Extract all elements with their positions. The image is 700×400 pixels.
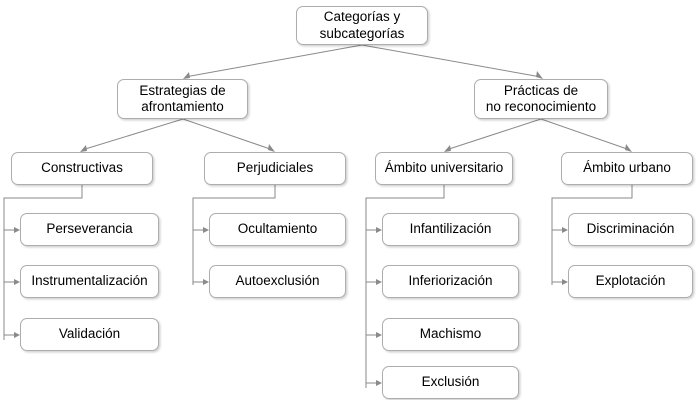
node-label: Explotación	[595, 273, 666, 289]
arrowhead-validacion	[14, 332, 20, 338]
arrowhead-explotacion	[562, 279, 568, 285]
node-instrumentalizacion[interactable]: Instrumentalización	[20, 265, 159, 298]
trunk-ambito-universitario	[365, 185, 445, 388]
node-ambito-urbano[interactable]: Ámbito urbano	[561, 152, 693, 185]
edge-practicas-to-ambito-universitario	[445, 118, 542, 151]
arrowhead-perseverancia	[14, 227, 20, 233]
node-label: Prácticas de no reconocimiento	[485, 82, 597, 114]
node-label: Machismo	[419, 326, 482, 342]
edge-practicas-to-ambito-urbano	[540, 118, 631, 151]
trunk-perjudiciales	[192, 185, 276, 285]
node-label: Categorías y subcategorías	[319, 9, 405, 41]
node-label: Inferiorización	[408, 273, 493, 289]
arrowhead-autoexclusion	[203, 279, 209, 285]
node-perseverancia[interactable]: Perseverancia	[20, 213, 159, 246]
node-label: Ocultamiento	[237, 221, 318, 237]
trunk-ambito-urbano	[551, 185, 633, 285]
arrowhead-infantilizacion	[376, 227, 382, 233]
node-label: Discriminación	[586, 221, 675, 237]
node-ocultamiento[interactable]: Ocultamiento	[209, 213, 346, 246]
node-perjudiciales[interactable]: Perjudiciales	[204, 152, 346, 185]
node-discriminacion[interactable]: Discriminación	[568, 213, 693, 246]
node-explotacion[interactable]: Explotación	[568, 265, 693, 298]
node-infantilizacion[interactable]: Infantilización	[382, 213, 519, 246]
node-label: Perjudiciales	[236, 160, 314, 176]
node-label: Constructivas	[41, 160, 123, 176]
node-autoexclusion[interactable]: Autoexclusión	[209, 265, 346, 298]
node-label: Perseverancia	[46, 221, 133, 237]
node-practicas-de-no-reconocimiento[interactable]: Prácticas de no reconocimiento	[474, 79, 608, 119]
arrowhead-ambito-urbano	[625, 144, 632, 152]
node-label: Validación	[58, 326, 121, 342]
arrowhead-constructivas	[80, 145, 87, 152]
node-categorias-y-subcategorias[interactable]: Categorías y subcategorías	[296, 6, 428, 45]
edge-estrategias-to-perjudiciales	[182, 118, 274, 151]
edge-root-to-practicas	[361, 44, 542, 78]
edge-estrategias-to-constructivas	[81, 118, 184, 151]
node-label: Infantilización	[409, 221, 492, 237]
node-label: Exclusión	[421, 374, 480, 390]
node-label: Ámbito urbano	[583, 160, 671, 176]
arrowhead-inferiorizacion	[376, 279, 382, 285]
node-constructivas[interactable]: Constructivas	[11, 152, 153, 185]
arrowhead-exclusion	[376, 380, 382, 386]
edge-root-to-estrategias	[184, 44, 363, 78]
node-label: Estrategias de afrontamiento	[139, 82, 226, 114]
arrowhead-estrategias	[183, 72, 190, 79]
node-validacion[interactable]: Validación	[20, 318, 159, 351]
node-ambito-universitario[interactable]: Ámbito universitario	[375, 152, 513, 185]
arrowhead-machismo	[376, 332, 382, 338]
arrowhead-instrumentalizacion	[14, 279, 20, 285]
node-machismo[interactable]: Machismo	[382, 318, 519, 351]
node-label: Instrumentalización	[31, 273, 148, 289]
arrowhead-ambito-universitario	[444, 145, 451, 152]
node-label: Ámbito universitario	[384, 160, 504, 176]
arrowhead-discriminacion	[562, 227, 568, 233]
arrowhead-practicas	[536, 71, 543, 79]
node-label: Autoexclusión	[235, 273, 320, 289]
arrowhead-perjudiciales	[268, 144, 275, 152]
node-inferiorizacion[interactable]: Inferiorización	[382, 265, 519, 298]
arrowhead-ocultamiento	[203, 227, 209, 233]
node-exclusion[interactable]: Exclusión	[382, 366, 519, 399]
node-estrategias-de-afrontamiento[interactable]: Estrategias de afrontamiento	[117, 79, 248, 119]
trunk-constructivas	[3, 185, 83, 340]
